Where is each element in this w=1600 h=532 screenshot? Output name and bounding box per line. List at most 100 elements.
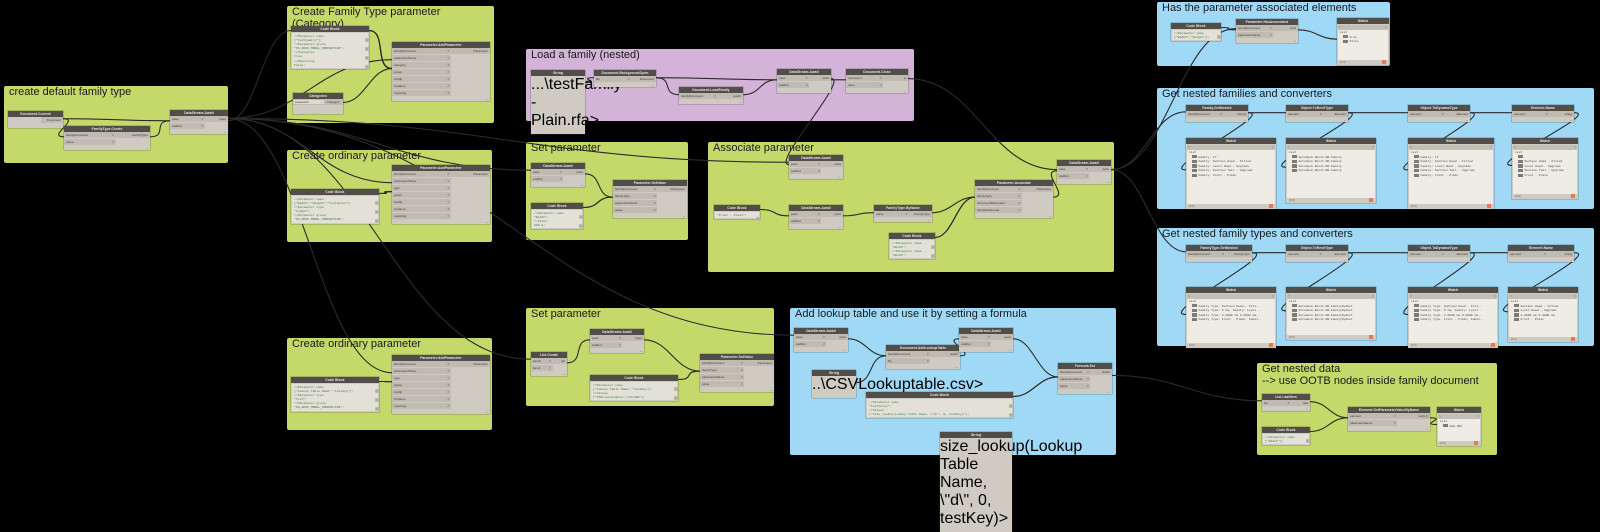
output-port[interactable]: var[]..[] — [1397, 413, 1430, 419]
resize-handle-icon[interactable] — [1382, 60, 1386, 64]
node-code-block[interactable]: Code Block//Parameter name ["Width","Hei… — [291, 189, 379, 224]
node-header[interactable]: FamilyType.ByName — [874, 205, 932, 211]
watch-toolbar[interactable]: >> — [1509, 294, 1577, 299]
input-port[interactable]: instance> — [392, 396, 451, 402]
port-connector-icon[interactable]: > — [559, 170, 562, 174]
code-block-output-ports[interactable]: >>> — [375, 195, 379, 224]
port-connector-icon[interactable]: > — [447, 214, 450, 218]
output-port[interactable]: pass — [991, 334, 1013, 340]
input-port[interactable]: familyDocument> — [975, 186, 1022, 192]
port-connector-icon[interactable]: > — [618, 336, 621, 340]
code-block-output-ports[interactable]: > — [756, 211, 760, 221]
input-port[interactable]: value> — [700, 381, 745, 387]
node-header[interactable]: Code Block — [889, 233, 935, 239]
input-port[interactable]: element> — [1286, 251, 1324, 257]
input-port[interactable]: item1> — [531, 365, 553, 371]
code-block-text[interactable]: //Parameter name ["Lookup Table Name","t… — [292, 384, 378, 411]
input-port[interactable]: type> — [392, 185, 451, 191]
port-connector-icon[interactable]: > — [1222, 252, 1225, 256]
node-header[interactable]: FamilyType.Create — [64, 126, 150, 132]
port-connector-icon[interactable]: > — [1269, 33, 1272, 37]
input-port[interactable]: element> — [1408, 251, 1446, 257]
input-port[interactable]: reporting> — [392, 213, 451, 219]
code-block-text[interactable]: //Parameter name ["Width"]; — [1263, 434, 1309, 445]
port-connector-icon[interactable]: > — [447, 70, 450, 74]
port-connector-icon[interactable]: > — [112, 133, 115, 137]
port-connector-icon[interactable]: > — [447, 200, 450, 204]
port-connector-icon[interactable]: > — [926, 359, 929, 363]
port-connector-icon[interactable]: > — [447, 63, 450, 67]
input-port[interactable]: parameterName> — [392, 55, 451, 61]
output-port[interactable]: watch — [930, 351, 960, 357]
input-port[interactable]: reporting> — [392, 403, 451, 409]
port-connector-icon[interactable]: > — [447, 383, 450, 387]
output-port[interactable]: Family — [1223, 111, 1248, 117]
port-connector-icon[interactable]: > — [447, 404, 450, 408]
port-connector-icon[interactable]: > — [1544, 252, 1547, 256]
chevron-down-icon[interactable]: ⌄ — [320, 100, 323, 104]
input-port[interactable]: instance> — [392, 206, 451, 212]
output-port[interactable]: Document — [41, 117, 63, 123]
watch-collapse-icon[interactable]: > — [1372, 145, 1374, 149]
port-connector-icon[interactable]: > — [447, 49, 450, 53]
output-port[interactable]: last — [1290, 400, 1310, 406]
output-port[interactable]: Element — [1445, 111, 1470, 117]
port-connector-icon[interactable]: > — [1219, 112, 1222, 116]
code-block-text[interactable]: //Parameter name ["testFamily"]; //Param… — [292, 33, 368, 68]
input-port[interactable]: group> — [392, 69, 451, 75]
port-connector-icon[interactable]: > — [817, 212, 820, 216]
input-port[interactable]: element> — [1348, 413, 1398, 419]
output-port[interactable]: list — [552, 358, 567, 364]
port-connector-icon[interactable]: > — [1393, 421, 1396, 425]
node-code-block[interactable]: Code Block"Front - Plain";> — [714, 205, 760, 221]
output-port[interactable]: > — [1306, 439, 1310, 443]
output-port[interactable]: pass — [204, 116, 228, 122]
port-connector-icon[interactable]: > — [653, 187, 656, 191]
resize-handle-icon[interactable] — [1491, 343, 1495, 347]
output-port[interactable]: > — [931, 254, 935, 258]
input-port[interactable]: item0> — [531, 358, 553, 364]
input-port[interactable]: familyType> — [975, 193, 1022, 199]
port-connector-icon[interactable]: > — [1545, 112, 1548, 116]
node-header[interactable]: Object.ToDynamoType — [1408, 105, 1470, 111]
output-port[interactable]: > — [1009, 413, 1013, 417]
resize-handle-icon[interactable] — [1269, 204, 1273, 208]
resize-handle-icon[interactable] — [1269, 343, 1273, 347]
input-port[interactable]: familyType> — [613, 193, 658, 199]
input-port[interactable]: pass> — [170, 116, 205, 122]
port-connector-icon[interactable]: > — [1085, 174, 1088, 178]
input-port[interactable]: familyDocument> — [392, 171, 451, 177]
watch-expand-icon[interactable]: > — [1410, 145, 1412, 149]
input-port[interactable]: pass> — [794, 334, 827, 340]
port-connector-icon[interactable]: > — [1319, 252, 1322, 256]
port-connector-icon[interactable]: > — [822, 342, 825, 346]
input-port[interactable]: parameterName> — [392, 368, 451, 374]
port-connector-icon[interactable]: > — [805, 83, 808, 87]
watch-expand-icon[interactable]: > — [1288, 145, 1290, 149]
code-block-text[interactable]: //Parameter name "testValue"; //Values [… — [867, 399, 1012, 418]
port-connector-icon[interactable]: > — [1086, 370, 1089, 374]
port-connector-icon[interactable]: > — [447, 362, 450, 366]
output-port[interactable]: pass — [821, 161, 843, 167]
port-connector-icon[interactable]: > — [1441, 112, 1444, 116]
output-port[interactable]: pass — [821, 211, 843, 217]
port-connector-icon[interactable]: > — [447, 207, 450, 211]
node-header[interactable]: Parameter.HasAssociated — [1236, 19, 1298, 25]
port-connector-icon[interactable]: > — [1086, 384, 1089, 388]
output-port[interactable]: Parameter — [1021, 186, 1053, 192]
